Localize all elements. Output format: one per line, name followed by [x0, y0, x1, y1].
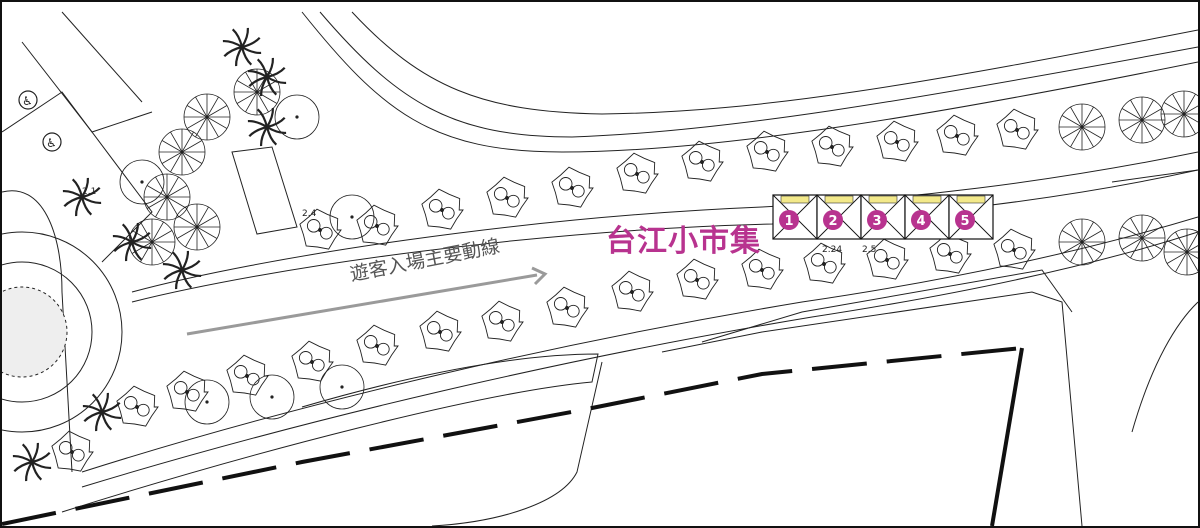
palm-tree-icon — [12, 442, 52, 482]
tree-umbrella-icon — [183, 93, 231, 141]
tree-canopy-icon — [299, 208, 342, 250]
tree-canopy-icon — [51, 430, 94, 472]
tree-umbrella-icon — [1058, 218, 1106, 266]
stall-number: 3 — [872, 214, 881, 229]
tree-umbrella-icon — [1163, 228, 1198, 276]
palm-tree-icon — [162, 250, 202, 290]
market-stall: 4 — [904, 194, 950, 240]
tree-canopy-icon — [546, 286, 589, 328]
stall-number: 1 — [784, 214, 793, 229]
tree-canopy-icon — [226, 354, 269, 396]
road-outlines — [2, 11, 1198, 526]
tree-canopy-icon — [481, 300, 524, 342]
stall-number-badge — [779, 210, 799, 230]
stall-number-badge — [867, 210, 887, 230]
tree-spot-label: 2.4 — [302, 209, 317, 219]
palm-tree-icon — [112, 222, 152, 262]
tree-canopy-icon — [116, 385, 159, 427]
palm-tree-icon — [82, 392, 122, 432]
palm-tree-icon — [247, 57, 287, 97]
tree-canopy-icon — [486, 176, 529, 218]
palm-tree-icon — [247, 107, 287, 147]
tree-canopy-icon — [803, 242, 846, 284]
market-title: 台江小市集 — [606, 224, 761, 259]
tree-canopy-icon — [876, 120, 919, 162]
svg-text:♿: ♿ — [22, 94, 33, 108]
tree-umbrella-icon — [1118, 214, 1166, 262]
tree-canopy-icon — [993, 228, 1036, 270]
stall-number: 4 — [916, 214, 925, 229]
tree-rows: 2.1 2.4 2.24 2.5 — [12, 27, 1198, 482]
stall-number-badge — [823, 210, 843, 230]
market-stall: 2 — [816, 194, 862, 240]
tree-canopy-icon — [811, 125, 854, 167]
tree-spot-label: 2.1 — [82, 187, 96, 197]
tree-canopy-icon — [996, 108, 1039, 150]
tree-outline-icon — [249, 374, 295, 420]
tree-umbrella-icon — [173, 203, 221, 251]
tree-canopy-icon — [356, 204, 399, 246]
tree-outline-icon — [319, 364, 365, 410]
palm-tree-icon — [62, 177, 102, 217]
tree-outline-icon — [329, 194, 375, 240]
roundabout — [2, 231, 123, 433]
tree-canopy-icon — [929, 232, 972, 274]
stall-number: 2 — [828, 214, 837, 229]
tree-canopy-icon — [611, 270, 654, 312]
wheelchair-parking-icon: ♿ ♿ — [18, 90, 62, 152]
tree-umbrella-icon — [1160, 90, 1198, 138]
tree-spot-label: 2.5 — [862, 245, 876, 255]
tree-umbrella-icon — [143, 173, 191, 221]
tree-outline-icon — [184, 379, 230, 425]
tree-canopy-icon — [681, 140, 724, 182]
site-boundary — [2, 346, 1024, 526]
market-stall: 3 — [860, 194, 906, 240]
stall-number-badge — [955, 210, 975, 230]
tree-outline-icon — [274, 94, 320, 140]
tree-canopy-icon — [676, 258, 719, 300]
palm-tree-icon — [222, 27, 262, 67]
stall-number-badge — [911, 210, 931, 230]
tree-umbrella-icon — [1118, 96, 1166, 144]
svg-text:♿: ♿ — [46, 136, 57, 150]
tree-canopy-icon — [746, 130, 789, 172]
tree-canopy-icon — [421, 188, 464, 230]
tree-canopy-icon — [616, 152, 659, 194]
tree-canopy-icon — [741, 248, 784, 290]
tree-umbrella-icon — [1058, 103, 1106, 151]
tree-canopy-icon — [551, 166, 594, 208]
tree-umbrella-icon — [158, 128, 206, 176]
stall-number: 5 — [960, 214, 969, 229]
tree-outline-icon — [119, 159, 165, 205]
tree-spot-label: 2.24 — [822, 245, 842, 255]
tree-canopy-icon — [291, 340, 334, 382]
tree-canopy-icon — [419, 310, 462, 352]
tree-canopy-icon — [936, 114, 979, 156]
route-arrow-icon — [186, 266, 548, 336]
market-stalls: 1 2 3 4 5 — [772, 194, 994, 240]
market-stall: 5 — [948, 194, 994, 240]
tree-canopy-icon — [866, 238, 909, 280]
tree-umbrella-icon — [233, 68, 281, 116]
tree-canopy-icon — [356, 324, 399, 366]
market-stall: 1 — [772, 194, 818, 240]
